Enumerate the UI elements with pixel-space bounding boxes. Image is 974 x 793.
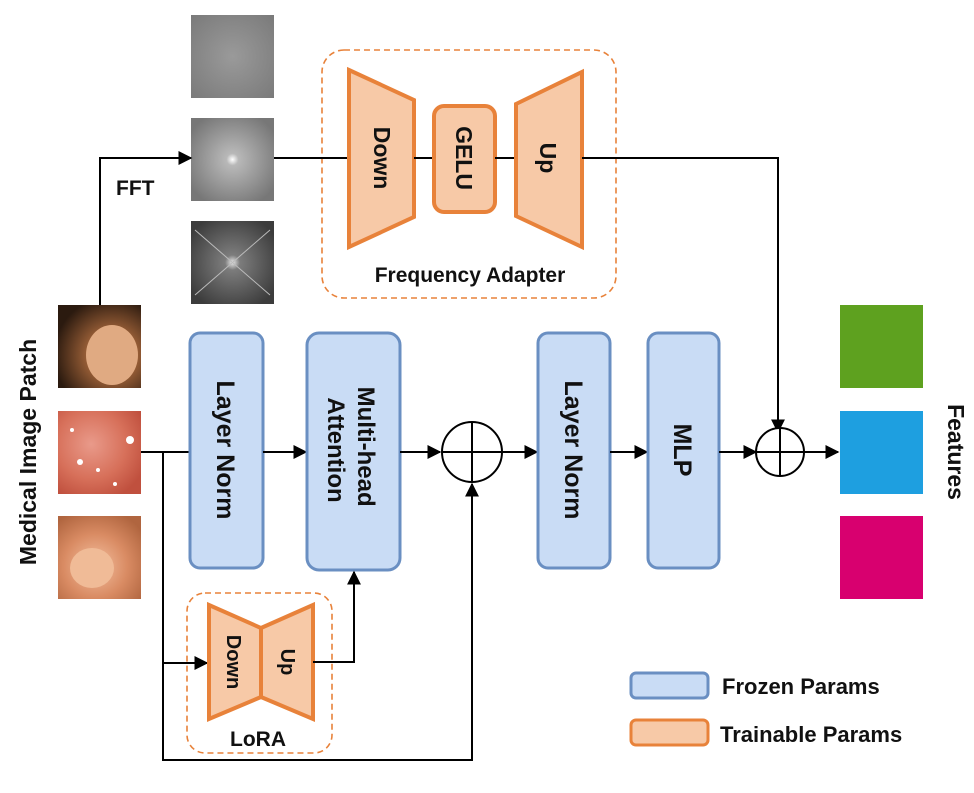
fft-spectrum-image-1 [191,15,274,98]
mha-line-1: Multi-head [352,387,379,507]
fft-label: FFT [116,177,155,200]
adapter-up-label: Up [535,143,561,174]
lora-down-label: Down [222,635,244,689]
medical-image-3 [58,516,141,599]
legend-label-frozen: Frozen Params [722,674,880,699]
lora-output-connector [313,570,361,663]
lora-up-block [259,601,315,723]
fft-spectrum-image-2 [191,118,274,201]
lora-label: LoRA [230,728,286,751]
residual-add-node-1 [441,421,503,483]
adapter-output-connector [582,157,785,434]
medical-image-2 [58,411,141,494]
features-label: Features [943,404,969,500]
adapter-gelu-label: GELU [451,126,477,190]
feature-square-2 [840,411,923,494]
skip-connector [162,482,479,761]
legend-swatch-trainable [629,718,710,747]
layer-norm-2-label: Layer Norm [559,381,587,520]
mha-line-2: Attention [322,397,349,502]
layer-norm-2-block [536,331,612,570]
adapter-down-label: Down [369,127,395,190]
fft-spectrum-image-3 [191,221,274,304]
frequency-adapter-container [321,49,617,299]
layer-norm-1-label: Layer Norm [211,381,239,520]
fft-connector [99,151,193,305]
adapter-up-block [514,68,584,251]
lora-up-label: Up [276,649,298,676]
residual-add-node-2 [755,427,805,477]
layer-norm-1-block [188,331,265,570]
legend-label-trainable: Trainable Params [720,722,902,747]
frequency-adapter-label: Frequency Adapter [375,264,566,287]
legend: Frozen Params Trainable Params [629,671,902,747]
mlp-block [646,331,721,570]
medical-image-patch-label: Medical Image Patch [15,339,41,565]
legend-swatch-frozen [629,671,710,700]
lora-container [186,592,333,754]
feature-square-3 [840,516,923,599]
adapter-down-block [347,66,416,251]
feature-square-1 [840,305,923,388]
multi-head-attention-label: Multi-head Attention [322,387,379,514]
medical-image-1 [58,305,141,388]
mlp-label: MLP [668,424,696,477]
